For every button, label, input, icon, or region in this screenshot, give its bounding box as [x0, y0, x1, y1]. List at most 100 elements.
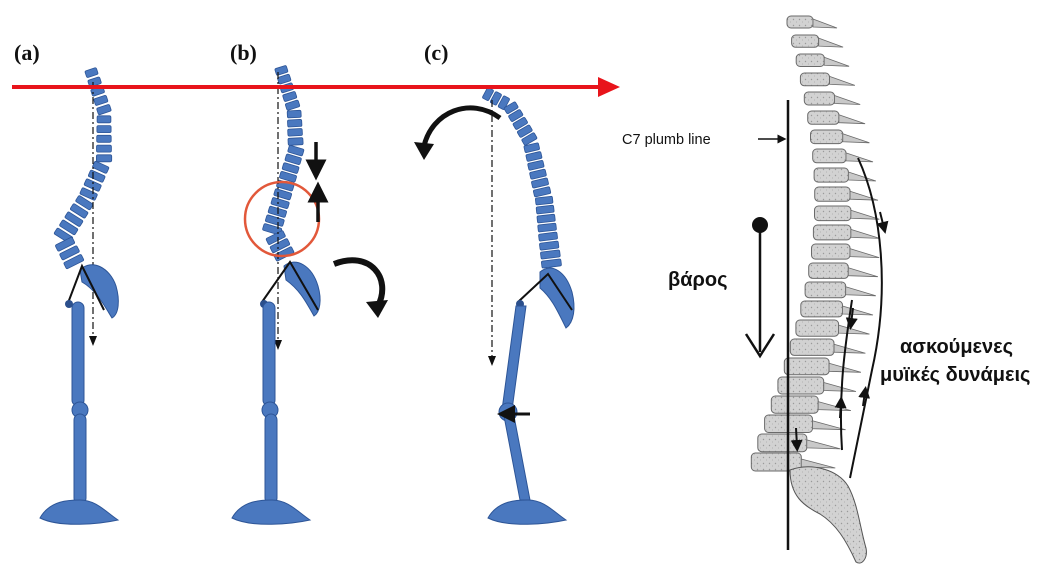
figure-a-vertebra: [96, 155, 111, 162]
figure-c-vertebra: [535, 196, 553, 205]
grey-vertebra-body: [812, 244, 851, 259]
figure-b-skeleton: [232, 65, 388, 524]
figure-a-vertebra: [97, 126, 111, 133]
grey-vertebra-process: [819, 38, 843, 47]
grey-vertebra-process: [835, 96, 861, 105]
c7-plumb-line-label: C7 plumb line: [622, 132, 711, 148]
grey-vertebra-body: [814, 168, 848, 182]
grey-vertebra-process: [830, 76, 855, 85]
grey-vertebra-body: [808, 111, 839, 124]
grey-vertebra-process: [848, 172, 876, 181]
grey-vertebra-process: [824, 57, 849, 66]
figure-a-vertebra: [96, 104, 111, 115]
grey-vertebra-process: [848, 268, 878, 277]
grey-vertebra-body: [815, 206, 851, 221]
figure-c-vertebra: [538, 232, 557, 241]
figure-b-vertebra: [288, 128, 303, 136]
grey-vertebra-process: [846, 287, 876, 296]
grey-vertebra-body: [796, 320, 839, 336]
grey-vertebra-process: [813, 19, 837, 28]
figure-a-vertebra: [97, 116, 111, 123]
grey-vertebra-body: [805, 282, 846, 298]
grey-vertebra-body: [790, 339, 834, 355]
panel-label-a: (a): [14, 40, 40, 65]
figure-c-vertebra: [533, 187, 551, 198]
grey-vertebra-body: [778, 377, 824, 394]
curved-arrow-clockwise-head: [366, 300, 388, 318]
muscle-force-arrow-5: [796, 428, 797, 446]
figure-b-tibia: [265, 414, 277, 504]
muscle-force-arrow-1: [880, 212, 884, 228]
grey-vertebra-body: [796, 54, 824, 67]
grey-vertebra-process: [807, 440, 841, 449]
figure-a-vertebra: [97, 145, 112, 152]
figure-a-spine: [54, 67, 112, 269]
figure-a-foot: [40, 500, 118, 524]
grey-vertebra-process: [834, 344, 865, 353]
right-figure: C7 plumb line βάρος ασκούμενες μυϊκές δυ…: [622, 16, 1030, 563]
figure-b-foot: [232, 500, 310, 524]
figure-a-skeleton: [40, 67, 118, 524]
grey-spine: [751, 16, 879, 471]
arrow-right-icon: [12, 77, 620, 97]
figure-b-vertebra: [288, 138, 303, 146]
grey-vertebra-body: [800, 73, 829, 86]
grey-vertebra-body: [758, 434, 807, 452]
grey-vertebra-process: [843, 134, 870, 143]
grey-vertebra-process: [843, 306, 874, 315]
figure-a-femur: [72, 302, 84, 406]
figure-c-foot: [488, 500, 566, 524]
figure-c-vertebra: [538, 223, 557, 232]
sacrum-coccyx: [790, 467, 866, 563]
figure-c-skeleton: [414, 87, 574, 524]
figure-b-pelvis: [284, 262, 320, 316]
grey-vertebra-body: [792, 35, 819, 47]
figure-c-plumb-arrowhead: [488, 356, 496, 366]
figure-c-vertebra: [541, 259, 561, 268]
panel-label-c: (c): [424, 40, 448, 65]
figure-b-vertebra: [275, 65, 289, 75]
figure-a-plumb-arrowhead: [89, 336, 97, 346]
grey-vertebra-body: [813, 149, 846, 163]
weight-label: βάρος: [668, 269, 728, 291]
grey-vertebra-body: [815, 187, 850, 201]
figure-b-vertebra: [285, 100, 300, 111]
grey-vertebra-body: [804, 92, 834, 105]
figure-c-vertebra: [528, 160, 545, 170]
muscle-forces-label-line1: ασκούμενες: [900, 336, 1013, 358]
grey-vertebra-process: [850, 191, 878, 200]
figure-c-vertebra: [540, 250, 560, 259]
left-figures: (a) (b) (c): [12, 40, 620, 524]
figure-c-tibia: [504, 416, 530, 500]
figure-c-vertebra: [531, 178, 549, 189]
muscle-force-line-outer: [850, 158, 882, 478]
figure-b-femur: [263, 302, 275, 406]
grey-vertebra-process: [829, 363, 861, 372]
figure-b-spine: [262, 65, 304, 261]
figure-c-vertebra: [537, 214, 555, 223]
curved-arrow-clockwise-icon: [334, 260, 382, 306]
grey-vertebra-process: [818, 402, 851, 411]
figure-a-tibia: [74, 414, 86, 504]
grey-vertebra-body: [811, 130, 843, 144]
grey-vertebra-body: [787, 16, 813, 28]
figure-b-vertebra: [287, 110, 301, 118]
grey-vertebra-body: [801, 301, 843, 317]
figure-b-vertebra: [277, 74, 291, 84]
curved-arrow-counterclockwise-head: [414, 142, 434, 160]
curved-arrow-counterclockwise-icon: [424, 108, 500, 146]
grey-vertebra-body: [809, 263, 849, 278]
figure-b-vertebra: [287, 119, 302, 127]
figure-c-vertebra: [526, 151, 542, 161]
figure-c-femur: [502, 306, 526, 410]
grey-vertebra-process: [839, 115, 865, 124]
figure-c-vertebra: [539, 241, 559, 250]
grey-vertebra-process: [824, 383, 856, 392]
grey-vertebra-body: [784, 358, 829, 375]
muscle-forces-label-line2: μυϊκές δυνάμεις: [880, 364, 1030, 386]
grey-vertebra-body: [771, 396, 818, 413]
panel-label-b: (b): [230, 40, 257, 65]
figure-a-vertebra: [97, 135, 112, 142]
muscle-force-arrow-4: [840, 402, 841, 418]
